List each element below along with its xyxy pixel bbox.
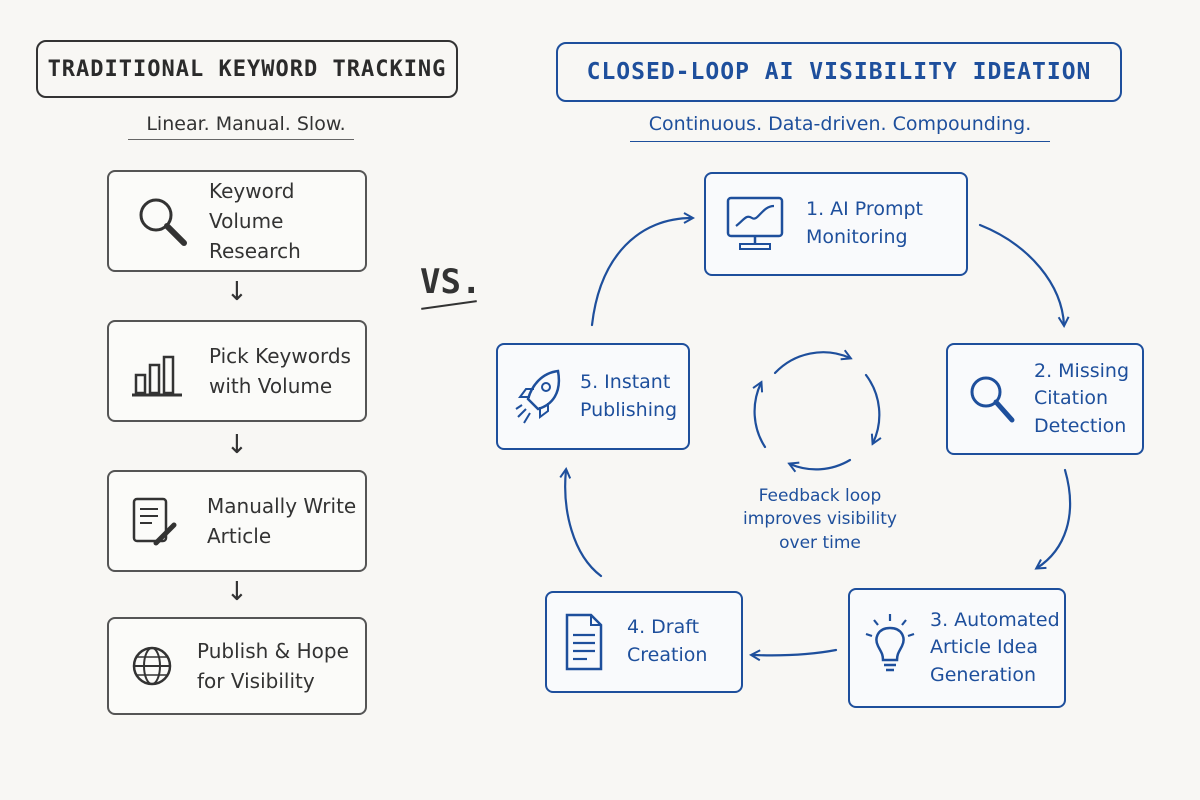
loop-step-instant-publishing: 5. Instant Publishing [496,343,690,450]
loop-step-label: 4. Draft Creation [627,616,708,666]
left-step-label: Pick Keywords with Volume [209,344,351,398]
loop-step-label: 3. Automated Article Idea Generation [930,608,1060,686]
left-step-label: Keyword Volume Research [209,179,301,263]
loop-step-idea-generation: 3. Automated Article Idea Generation [848,588,1066,708]
document-pencil-icon [119,486,189,556]
arrow-5-to-1 [590,218,692,327]
arrow-4-to-5 [565,470,603,578]
loop-step-label: 1. AI Prompt Monitoring [806,198,923,248]
left-step-label: Publish & Hope for Visibility [197,639,349,693]
magnifier-icon [960,364,1022,434]
right-subtitle: Continuous. Data-driven. Compounding. [648,113,1032,135]
loop-arc-bottom [790,458,852,469]
loop-step-label: 5. Instant Publishing [580,370,678,421]
loop-step-missing-citation: 2. Missing Citation Detection [946,343,1144,455]
feedback-loop-caption: Feedback loop improves visibility over t… [743,486,897,553]
down-arrow: ↓ [226,277,248,307]
left-step-keyword-research: Keyword Volume Research [107,170,367,272]
arrow-2-to-3 [1037,468,1072,568]
loop-arc-left [755,383,767,449]
arrow-3-to-4 [752,648,838,655]
left-subtitle-underline [128,139,354,140]
lightbulb-icon [860,608,920,688]
left-step-write-article: Manually Write Article [107,470,367,572]
loop-step-label: 2. Missing Citation Detection [1034,359,1130,437]
arrow-1-to-2 [978,223,1064,325]
loop-arc-top [773,352,850,375]
vs-label: VS. [420,262,482,302]
monitor-chart-icon [722,192,790,256]
loop-step-draft-creation: 4. Draft Creation [545,591,743,693]
left-subtitle: Linear. Manual. Slow. [146,113,346,135]
rocket-icon [512,365,564,429]
left-step-publish: Publish & Hope for Visibility [107,617,367,715]
loop-arc-right [864,373,879,443]
left-step-pick-keywords: Pick Keywords with Volume [107,320,367,422]
loop-step-ai-prompt-monitoring: 1. AI Prompt Monitoring [704,172,968,276]
right-title: Closed-Loop AI Visibility Ideation [556,42,1122,102]
left-step-label: Manually Write Article [207,494,357,548]
bar-chart-icon [123,336,193,406]
down-arrow: ↓ [226,430,248,460]
document-icon [561,607,607,677]
left-title: Traditional Keyword Tracking [36,40,458,98]
magnifier-icon [127,186,197,256]
down-arrow: ↓ [226,577,248,607]
globe-icon [117,631,187,701]
right-subtitle-underline [630,141,1050,142]
